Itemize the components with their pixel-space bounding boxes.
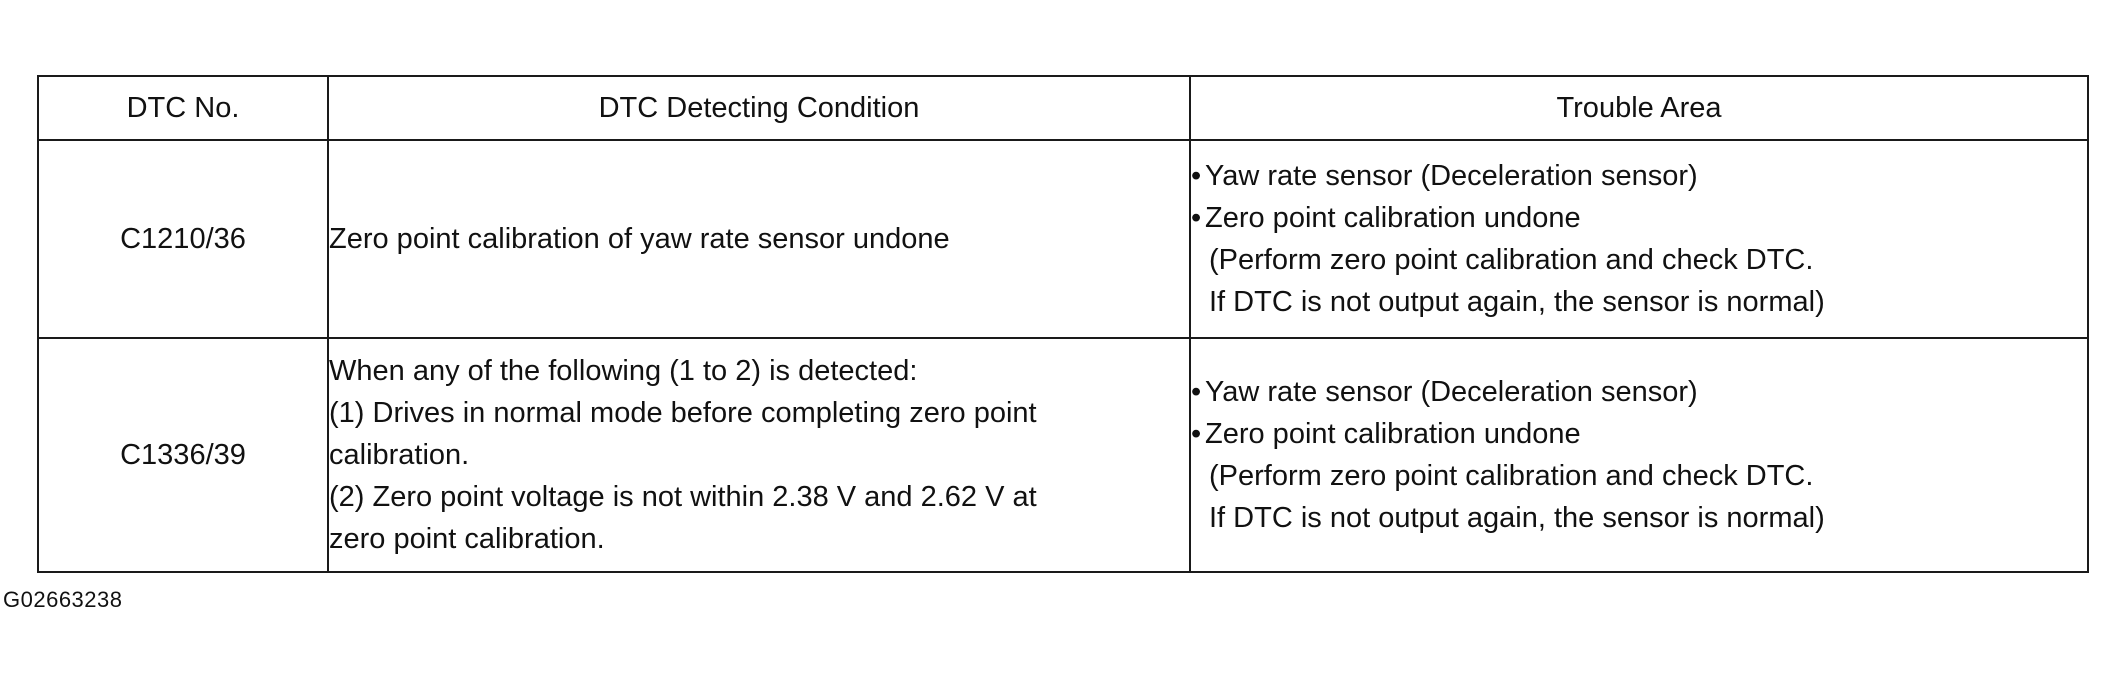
detecting-condition-cell: Zero point calibration of yaw rate senso… (327, 139, 1191, 339)
condition-line: (1) Drives in normal mode before complet… (329, 397, 1037, 429)
bullet-icon: • (1191, 202, 1202, 234)
condition-line: zero point calibration. (329, 523, 605, 555)
trouble-area-note: (Perform zero point calibration and chec… (1209, 244, 1814, 276)
bullet-icon: • (1191, 376, 1202, 408)
trouble-area-item-text: Zero point calibration undone (1205, 202, 1581, 234)
figure-id: G02663238 (3, 587, 123, 612)
trouble-area-note: (Perform zero point calibration and chec… (1209, 460, 1814, 492)
trouble-area-note: If DTC is not output again, the sensor i… (1209, 502, 1825, 534)
header-dtc-no: DTC No. (37, 75, 329, 141)
dtc-code-cell: C1336/39 (37, 337, 329, 573)
bullet-icon: • (1191, 418, 1202, 450)
trouble-area-item-text: Zero point calibration undone (1205, 418, 1581, 450)
trouble-area-item-text: Yaw rate sensor (Deceleration sensor) (1205, 160, 1698, 192)
header-detecting-condition: DTC Detecting Condition (327, 75, 1191, 141)
table-header-row: DTC No. DTC Detecting Condition Trouble … (37, 75, 2089, 141)
header-trouble-area: Trouble Area (1189, 75, 2089, 141)
trouble-area-item-text: Yaw rate sensor (Deceleration sensor) (1205, 376, 1698, 408)
condition-line: (2) Zero point voltage is not within 2.3… (329, 481, 1037, 513)
bullet-icon: • (1191, 160, 1202, 192)
trouble-area-cell: •Yaw rate sensor (Deceleration sensor) •… (1189, 337, 2089, 573)
dtc-table: DTC No. DTC Detecting Condition Trouble … (37, 75, 2089, 573)
trouble-area-bullet-item: •Yaw rate sensor (Deceleration sensor) (1191, 371, 2087, 413)
trouble-area-bullet-item: •Zero point calibration undone (1191, 197, 2087, 239)
condition-line: Zero point calibration of yaw rate senso… (329, 223, 950, 255)
table-row: C1336/39 When any of the following (1 to… (37, 337, 2089, 573)
trouble-area-note: If DTC is not output again, the sensor i… (1209, 286, 1825, 318)
dtc-code-cell: C1210/36 (37, 139, 329, 339)
trouble-area-bullet-item: •Yaw rate sensor (Deceleration sensor) (1191, 155, 2087, 197)
trouble-area-cell: •Yaw rate sensor (Deceleration sensor) •… (1189, 139, 2089, 339)
condition-line: calibration. (329, 439, 470, 471)
condition-line: When any of the following (1 to 2) is de… (329, 355, 918, 387)
detecting-condition-cell: When any of the following (1 to 2) is de… (327, 337, 1191, 573)
trouble-area-bullet-item: •Zero point calibration undone (1191, 413, 2087, 455)
table-row: C1210/36 Zero point calibration of yaw r… (37, 139, 2089, 339)
